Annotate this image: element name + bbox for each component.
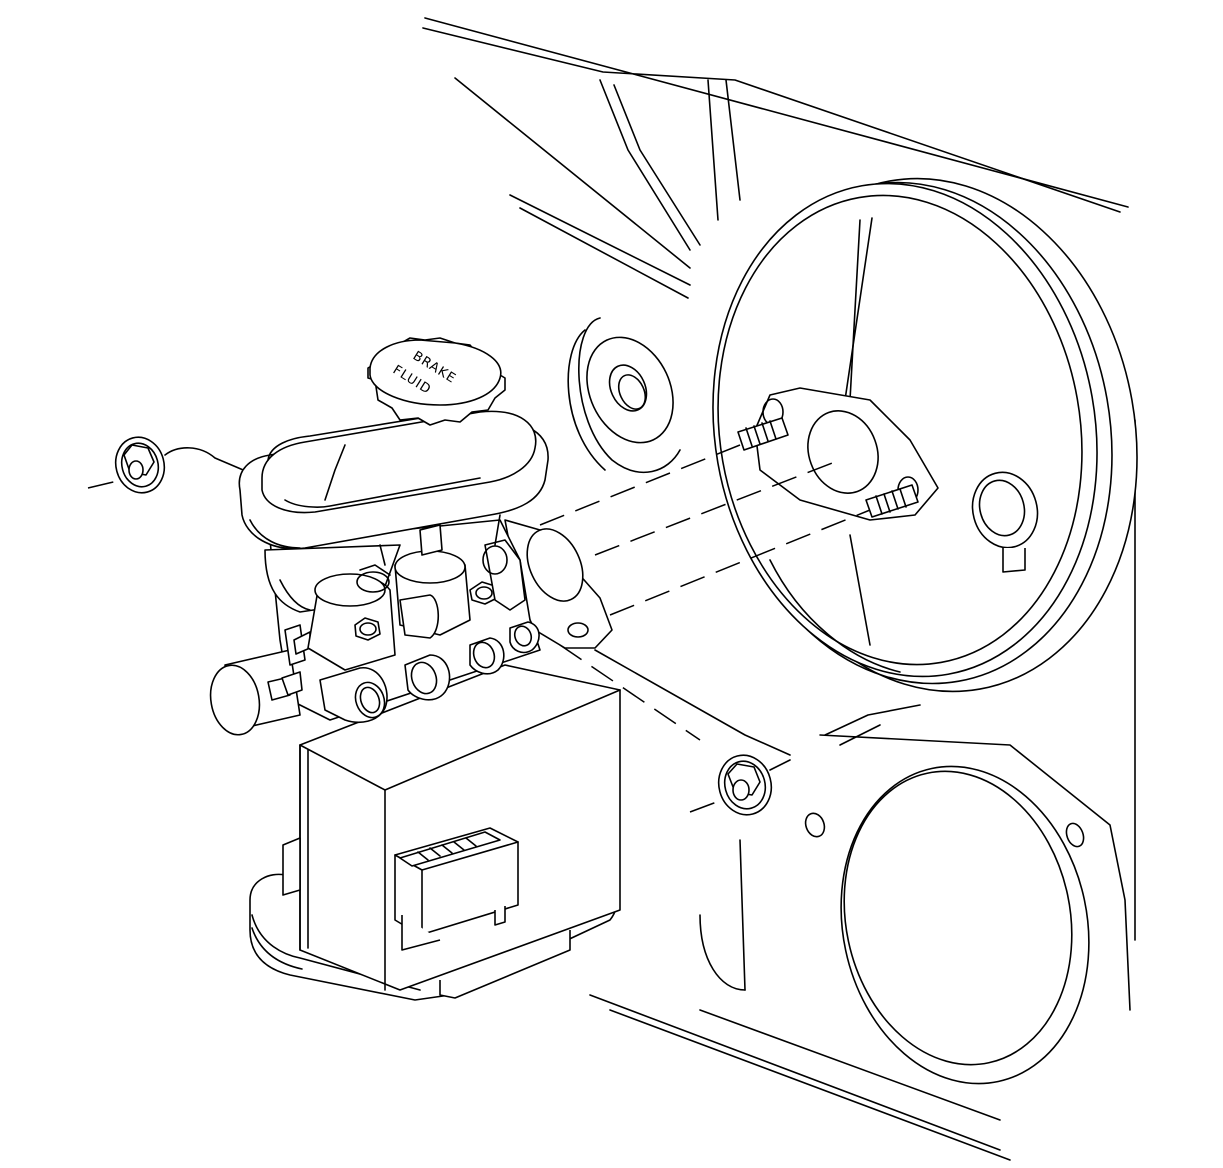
brake-booster <box>675 146 1177 724</box>
mounting-bracket <box>568 318 689 472</box>
reservoir-cap: BRAKE FLUID <box>368 338 505 425</box>
electrical-connector <box>395 828 518 950</box>
booster-stud-upper <box>738 418 788 450</box>
master-cylinder-flange <box>505 520 612 648</box>
body-panel <box>423 18 1135 1160</box>
assembly-alignment-lines <box>88 445 870 812</box>
firewall-plate <box>802 735 1130 1107</box>
fluid-reservoir <box>239 410 548 565</box>
booster-stud-lower <box>866 485 918 517</box>
master-cylinder-body <box>205 520 540 739</box>
abs-control-module <box>250 665 620 1000</box>
master-cylinder-nut-right <box>712 749 790 820</box>
master-cylinder-nut-left <box>110 432 255 499</box>
